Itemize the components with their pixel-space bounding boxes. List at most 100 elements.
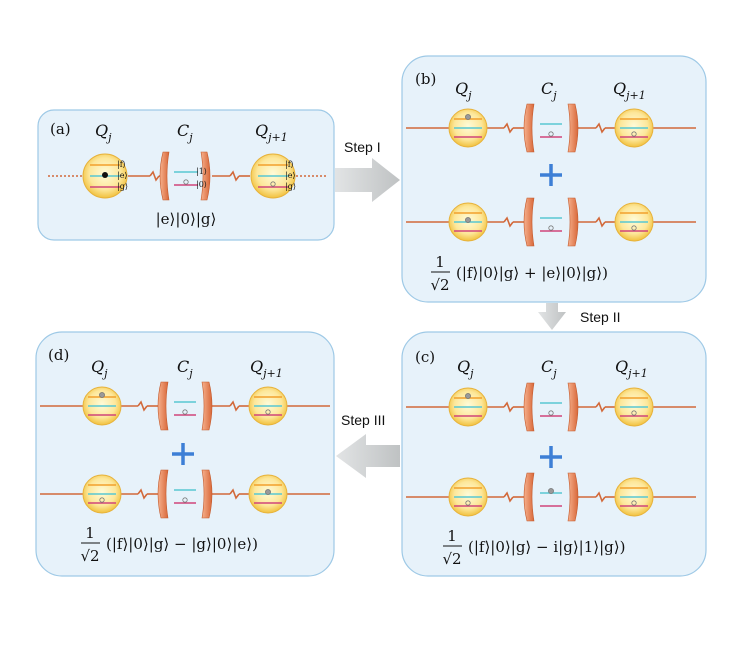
panel-a-label-qj1: Qj+1 [255,121,288,144]
step-three-arrow [336,434,400,478]
coupler-break [137,400,148,412]
panel-c-label-cj: Cj [541,357,557,380]
panel-a-label-cj: Cj [177,121,193,144]
coupler-break [229,400,240,412]
panel-a-background [37,109,335,241]
coupler-break [503,401,514,413]
panel-c-fraction-denominator: √2 [442,550,461,568]
atom-icon [448,202,488,242]
panel-d-fraction-denominator: √2 [80,547,99,565]
panel-a-state: |e⟩|0⟩|g⟩ [156,210,217,228]
panel-b-tag: (b) [415,70,436,88]
atom-icon [448,387,488,427]
empty-state-marker [182,497,188,503]
step-two-arrow [538,303,566,330]
occupied-state-marker [99,392,105,398]
cavity-icon [523,472,579,522]
panel-d-label-cj: Cj [177,357,193,380]
atom-icon [82,386,122,426]
atom-icon [614,387,654,427]
panel-b-fraction-denominator: √2 [430,276,449,294]
plus-sign [172,443,194,465]
panel-a-label-qj: Qj [95,121,112,144]
panel-d-label-qj1: Qj+1 [250,357,283,380]
empty-state-marker [465,500,471,506]
empty-state-marker [182,409,188,415]
panel-d-row-2 [40,469,330,519]
atom-icon [614,477,654,517]
panel-b-label-cj: Cj [541,79,557,102]
empty-state-marker [631,410,637,416]
panel-d-tag: (d) [48,346,69,364]
cavity-icon [523,197,579,247]
empty-state-marker [548,131,554,137]
coupler-break [229,488,240,500]
level-f-label: |f⟩ [117,160,126,169]
level-f-label: |f⟩ [285,160,294,169]
occupied-state-marker [265,489,271,495]
coupler-break [595,122,606,134]
cavity-cj [159,151,211,201]
panel-b-label-qj: Qj [455,79,472,102]
panel-d-fraction-numerator: 1 [85,524,95,542]
panel-c-state: (|f⟩|0⟩|g⟩ − i|g⟩|1⟩|g⟩) [468,538,626,556]
step-one-label: Step I [344,139,381,155]
panel-a: (a) Qj Cj Qj+1 |f⟩ |e⟩ |g⟩ [37,109,335,241]
empty-state-marker [99,497,105,503]
cavity-icon [157,469,213,519]
atom-icon [448,477,488,517]
qubit-qj-atom [82,153,128,199]
step-one-arrow [335,158,400,202]
atom-icon [448,108,488,148]
coupler-break [595,401,606,413]
occupied-state-marker [465,114,471,120]
empty-state-marker [631,131,637,137]
panel-c-row-1 [406,382,696,432]
qubit-qj1-atom [250,153,296,199]
panel-b-state: (|f⟩|0⟩|g⟩ + |e⟩|0⟩|g⟩) [456,264,608,282]
level-e-label: |e⟩ [117,171,128,180]
panel-c-label-qj1: Qj+1 [615,357,648,380]
coupler-break [137,488,148,500]
panel-b-label-qj1: Qj+1 [613,79,646,102]
empty-state-marker [631,225,637,231]
panel-c-fraction-numerator: 1 [447,527,457,545]
level-g-label: |g⟩ [117,182,128,191]
coupler-break [229,170,240,182]
level-e-label: |e⟩ [285,171,296,180]
panel-b-fraction-numerator: 1 [435,253,445,271]
panel-d-label-qj: Qj [91,357,108,380]
empty-state-marker [265,409,271,415]
occupied-state-marker [465,393,471,399]
empty-state-marker [548,410,554,416]
step-two-label: Step II [580,309,620,325]
panel-a-tag: (a) [50,120,71,138]
atom-icon [248,474,288,514]
occupied-state-marker [548,488,554,494]
panel-b-row-2 [406,197,696,247]
coupler-break [595,216,606,228]
panel-d-state: (|f⟩|0⟩|g⟩ − |g⟩|0⟩|e⟩) [106,535,258,553]
plus-sign [540,446,562,468]
coupler-break [595,491,606,503]
panel-c: (c) Qj Cj Qj+1 1 √2 (|f⟩|0⟩|g⟩ − i|g⟩|1⟩… [401,331,707,577]
empty-state-marker [631,500,637,506]
cavity-icon [523,103,579,153]
panel-d-row-1 [40,381,330,431]
coupler-break [503,122,514,134]
cavity-icon [523,382,579,432]
coupler-break [149,170,160,182]
atom-icon [248,386,288,426]
panel-b: (b) Qj Cj Qj+1 1 √2 (|f⟩|0⟩|g⟩ + |e⟩|0⟩|… [401,55,707,303]
excitation-dot [102,172,108,178]
cavity-icon [157,381,213,431]
atom-icon [82,474,122,514]
atom-icon [614,108,654,148]
level-g-label: |g⟩ [285,182,296,191]
panel-d: (d) Qj Cj Qj+1 1 √2 (|f⟩|0⟩|g⟩ − |g⟩|0⟩|… [35,331,335,577]
plus-sign [540,164,562,186]
coupler-break [503,491,514,503]
occupied-state-marker [465,217,471,223]
panel-c-row-2 [406,472,696,522]
